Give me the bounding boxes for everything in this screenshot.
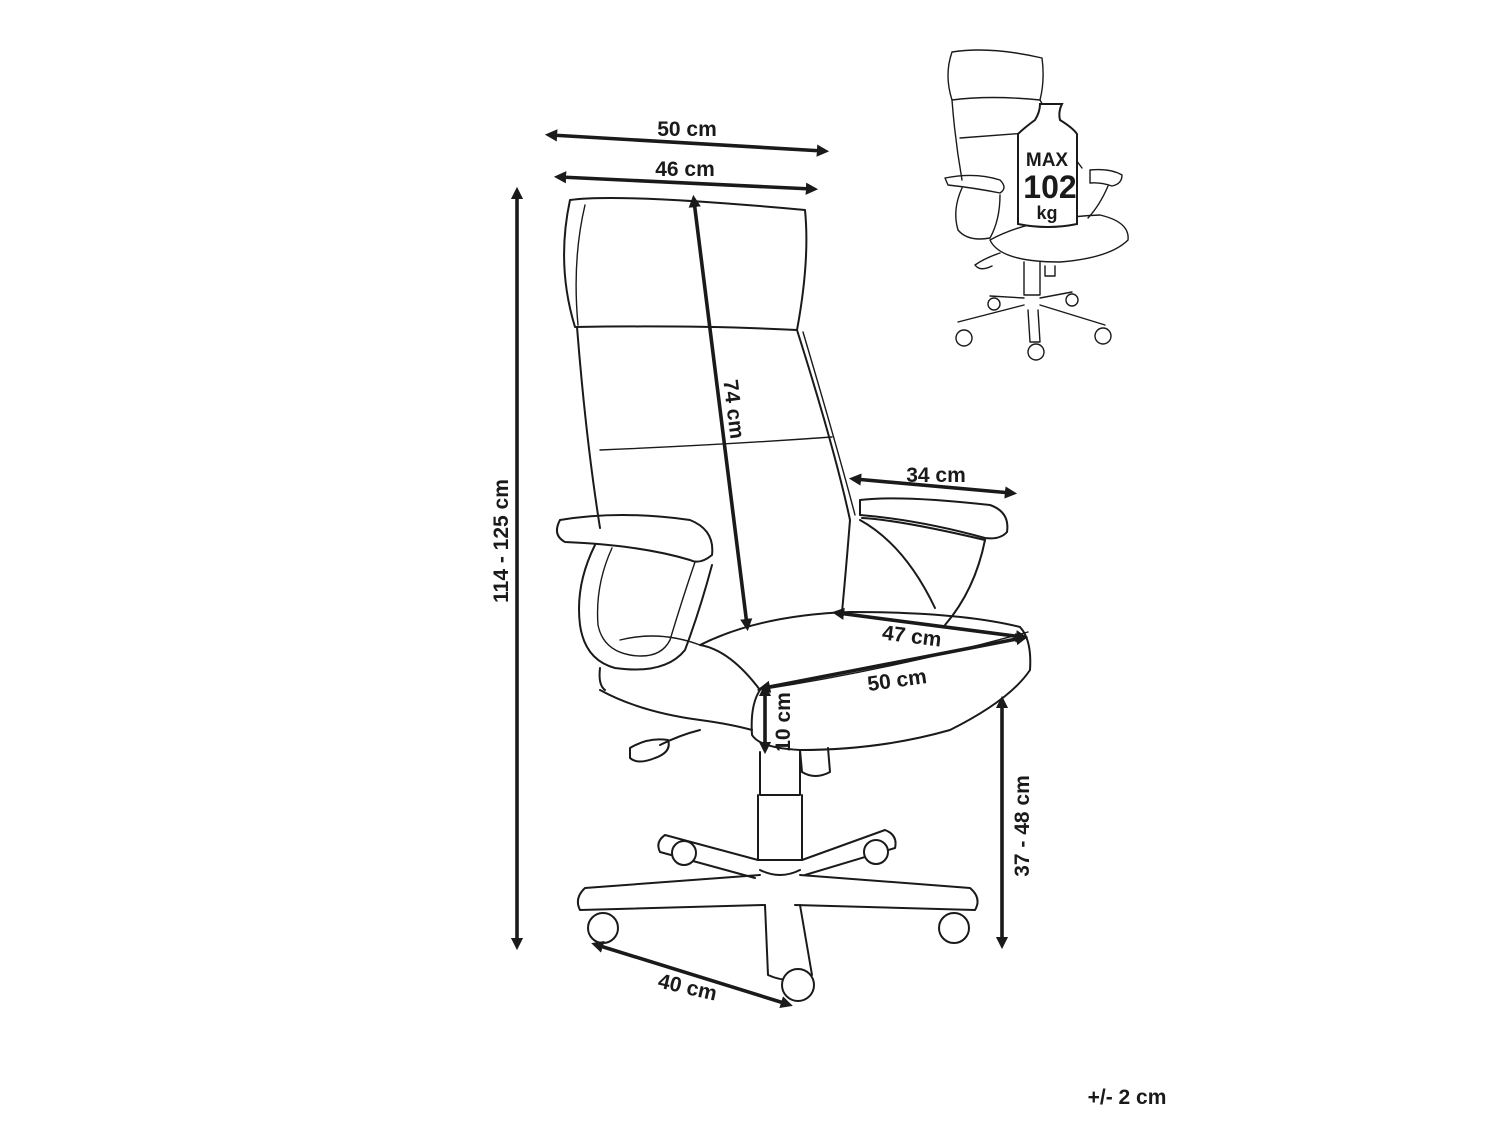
overall-height-label: 114 - 125 cm [490,479,513,603]
base-spacing-arrow [591,940,793,1009]
caster-wheel [863,839,889,865]
caster-wheel [938,912,970,944]
backrest-height-arrow [688,194,753,632]
tolerance-note: +/- 2 cm [1088,1086,1167,1109]
max-load-unit: kg [1036,203,1057,223]
caster-wheel [781,968,815,1002]
caster-wheels [587,839,970,1002]
headrest-width-arrow [553,171,819,195]
armrest-length-arrow [848,473,1018,499]
headrest-width-label: 46 cm [655,158,715,181]
caster-wheel [587,912,619,944]
armrest-length-label: 34 cm [906,464,966,487]
max-load-illustration: MAX 102 kg [944,49,1129,361]
seat-width-label: 50 cm [866,665,928,696]
seat-thickness-label: 10 cm [772,692,795,752]
overall-width-arrow [544,129,830,157]
dimension-arrows [510,129,1029,1009]
caster-wheel [671,840,697,866]
max-load-label: MAX [1026,150,1069,171]
max-load-value: 102 [1023,169,1076,205]
seat-depth-arrow [831,607,1029,643]
overall-width-label: 50 cm [657,118,717,141]
seat-height-label: 37 - 48 cm [1011,775,1034,877]
dimension-labels: 50 cm 46 cm 114 - 125 cm 74 cm 34 cm 47 … [490,118,1034,1006]
small-chair-illustration [944,49,1129,361]
seat-width-arrow [757,633,1029,693]
weight-icon [1017,103,1078,228]
base-spacing-label: 40 cm [656,970,719,1006]
office-chair-illustration [555,196,1032,981]
